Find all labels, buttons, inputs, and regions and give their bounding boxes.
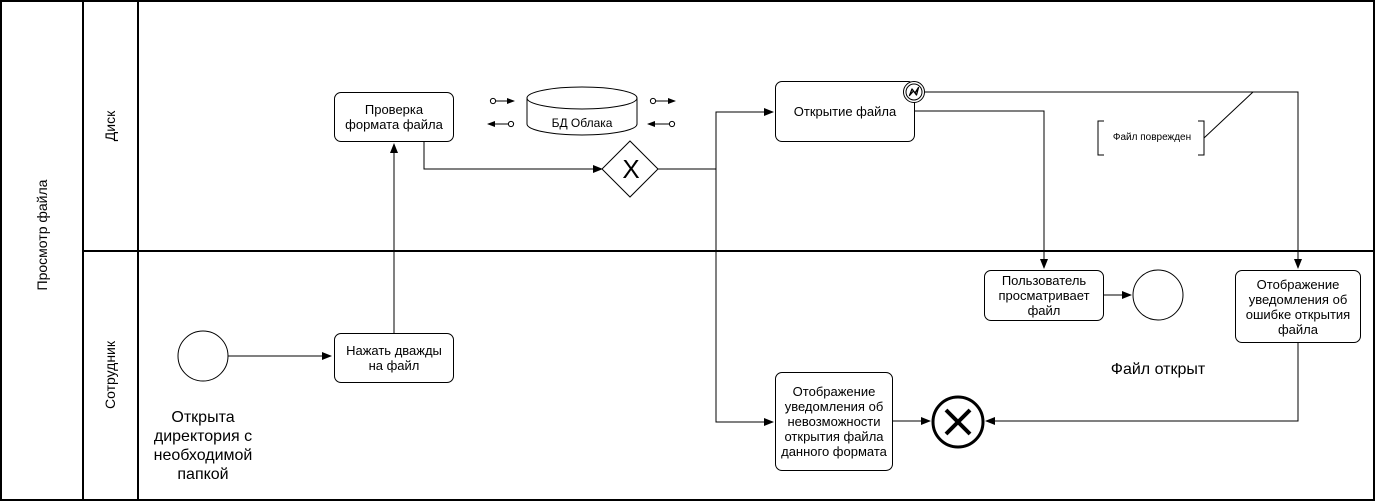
data-input-arrow-left (487, 120, 515, 128)
task-check-format[interactable]: Проверка формата файла (334, 92, 454, 142)
data-output-arrow-left (489, 97, 515, 105)
lane-label-employee: Сотрудник (102, 340, 118, 410)
end-event[interactable] (1132, 269, 1184, 321)
gateway-x-icon: X (622, 154, 639, 184)
lane-label-disk: Диск (102, 110, 118, 142)
flow-error-boundary-to-notice (925, 91, 1302, 269)
flow-open-to-view (915, 110, 1048, 269)
cloud-db-store[interactable] (526, 86, 638, 136)
task-error-notice[interactable]: Отображение уведомления об ошибке открыт… (1235, 270, 1361, 343)
data-output-arrow-right (649, 97, 676, 105)
flow-error-notice-to-terminate (985, 343, 1299, 425)
annotation-bracket-left (1097, 120, 1104, 156)
exclusive-gateway[interactable]: X (601, 140, 659, 198)
task-user-views-file[interactable]: Пользователь просматривает файл (984, 270, 1104, 321)
cloud-db-label: БД Облака (551, 116, 613, 130)
annotation-file-corrupted: Файл поврежден (1112, 132, 1192, 143)
start-event-label: Открыта директория с необходимой папкой (153, 409, 253, 483)
end-event-label: Файл открыт (1110, 361, 1206, 378)
task-open-file[interactable]: Открытие файла (775, 81, 915, 142)
error-lightning-icon (908, 86, 920, 97)
task-double-click-file[interactable]: Нажать дважды на файл (334, 333, 454, 383)
pool-title: Просмотр файла (34, 179, 50, 291)
task-unsupported-format-notice[interactable]: Отображение уведомления об невозможности… (775, 372, 893, 471)
data-input-arrow-right (647, 120, 676, 128)
flow-gateway-to-unsupported (715, 169, 774, 426)
error-boundary-event[interactable] (902, 80, 926, 104)
start-event[interactable] (177, 330, 229, 382)
flow-gateway-to-open (658, 108, 774, 170)
flow-check-to-gateway (423, 142, 603, 173)
annotation-association (1203, 91, 1254, 139)
terminate-end-event[interactable] (931, 395, 985, 449)
